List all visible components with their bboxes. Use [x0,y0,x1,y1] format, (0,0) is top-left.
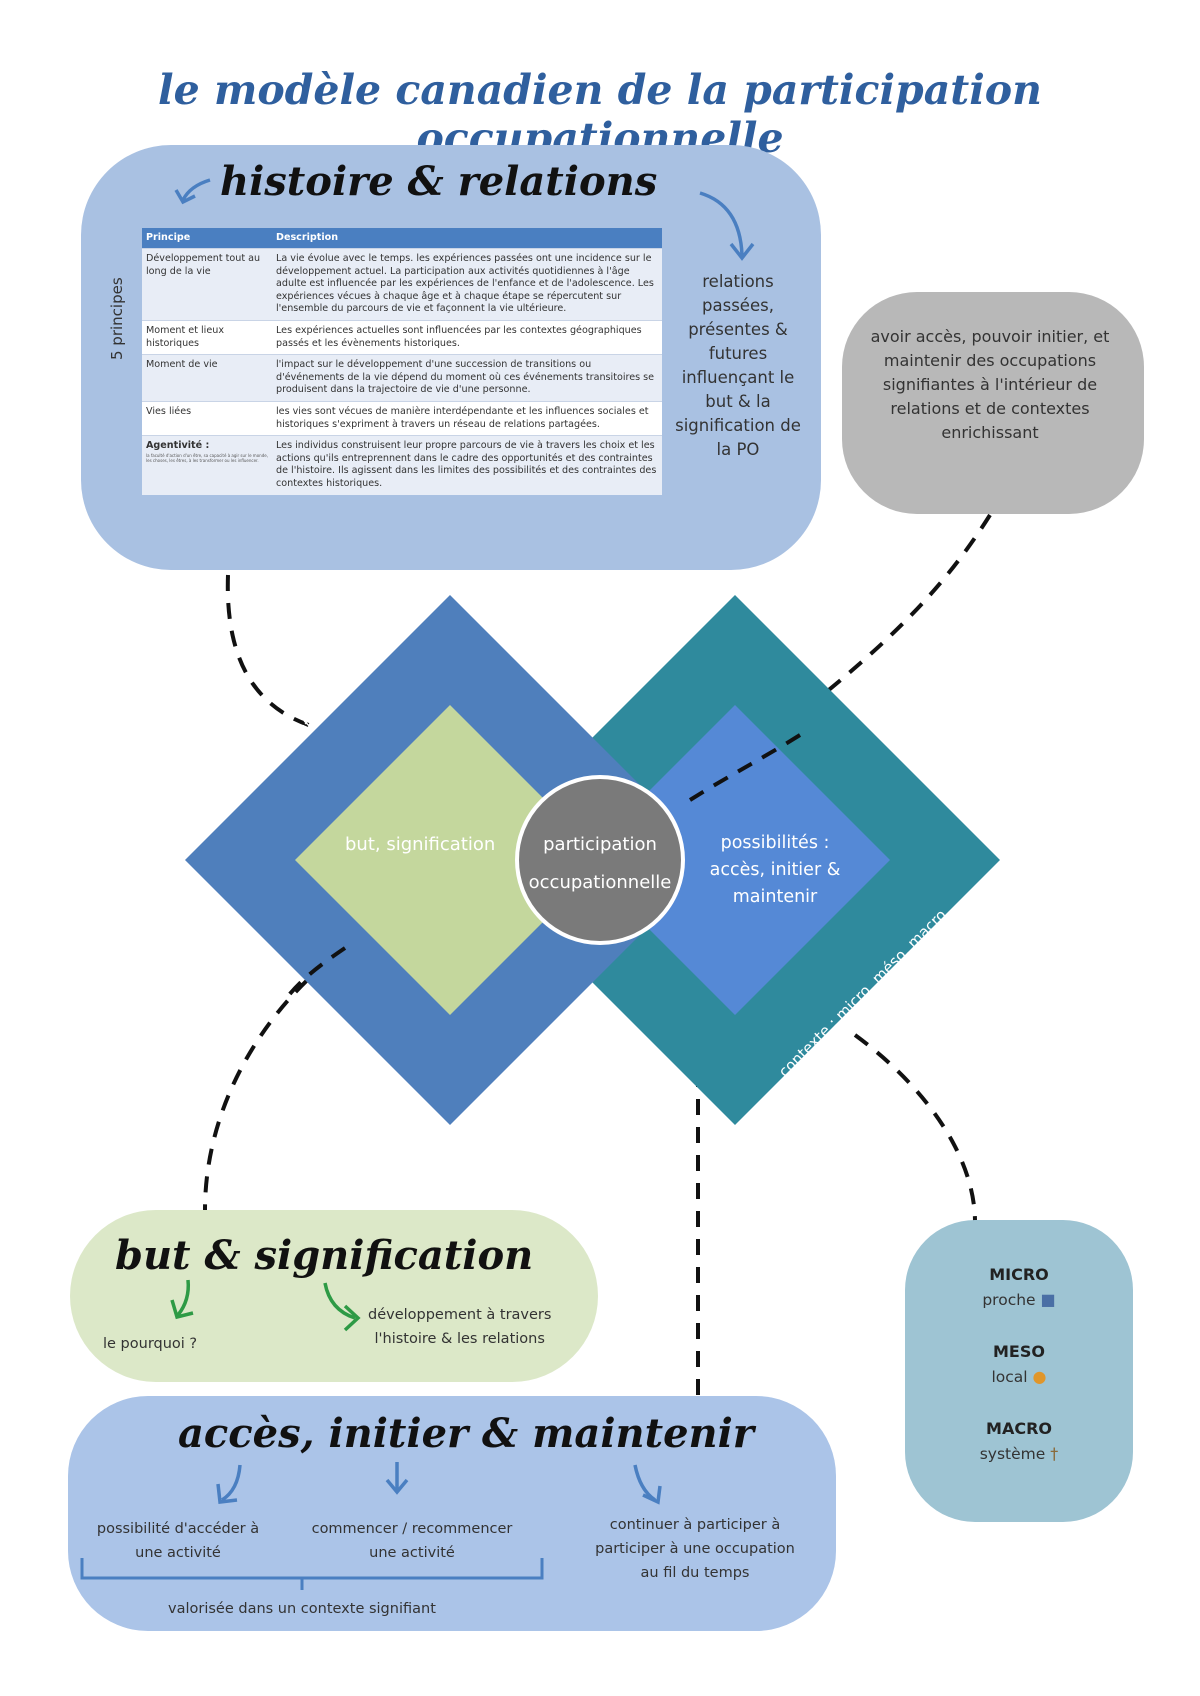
principle-cell: Agentivité : la faculté d'action d'un êt… [142,435,272,495]
maintain-item-line: au fil du temps [640,1565,750,1581]
initiate-item: commencer / recommencer une activité [302,1517,522,1565]
context-level-micro: MICRO proche ■ [905,1265,1133,1309]
access-item: possibilité d'accéder à une activité [88,1517,268,1565]
access-item-line: possibilité d'accéder à [96,1521,260,1537]
table-header-row: Principe Description [142,228,662,249]
possibilities-diamond [580,705,890,1015]
arrowhead-icon [729,242,755,261]
participation-line: participation [543,834,657,855]
initiate-item-line: commencer / recommencer [311,1521,513,1537]
history-heading: histoire & relations [220,158,658,205]
dashed-connector [283,946,347,1002]
development-text: développement à travers l'histoire & les… [368,1303,551,1351]
principles-table: Principe Description Développement tout … [142,228,662,495]
aim-heading: accès, initier & maintenir [178,1410,754,1457]
table-row: Moment de vie l'impact sur le développem… [142,354,662,402]
possibilities-line: maintenir [732,887,818,907]
possibilities-line: accès, initier & [709,860,841,880]
context-level-macro: MACRO système † [905,1419,1133,1463]
curved-arrow-icon [699,191,744,256]
possibilities-line: possibilités : [720,833,830,853]
context-levels-panel [905,1220,1133,1522]
goal-diamond [295,705,605,1015]
column-header: Description [272,228,662,249]
principle-note: la faculté d'action d'un être, sa capaci… [146,452,268,463]
context-level-sub-text: proche [982,1291,1036,1309]
principle-cell: Moment et lieux historiques [142,319,272,355]
arrowhead-icon [174,189,196,205]
curved-arrow-icon [181,178,211,201]
principle-cell: Développement tout au long de la vie [142,248,272,321]
possibilities-label: possibilités : accès, initier & mainteni… [695,830,855,911]
goal-heading: but & signification [115,1232,534,1279]
access-bubble [842,292,1144,514]
relations-text: relations passées, présentes & futures i… [675,272,801,459]
arrowhead-icon [385,1478,409,1495]
why-text: le pourquoi ? [103,1336,198,1352]
context-level-sub: proche ■ [905,1290,1133,1309]
initiate-item-line: une activité [369,1545,455,1561]
curved-arrow-icon [176,1279,191,1317]
maintain-item-line: continuer à participer à [609,1517,781,1533]
goal-meaning-panel [70,1210,598,1382]
table-row: Moment et lieux historiques Les expérien… [142,319,662,355]
participation-line: occupationnelle [528,872,672,893]
context-level-title: MACRO [986,1419,1052,1438]
context-level-sub-text: système [979,1445,1046,1463]
valued-text: valorisée dans un contexte signifiant [168,1601,436,1617]
dashed-connector [688,733,802,802]
access-item-line: une activité [135,1545,221,1561]
maintain-item-line: participer à une occupation [595,1541,795,1557]
dashed-connector [225,574,319,730]
table-row: Développement tout au long de la vie La … [142,248,662,321]
goal-meaning-label: but, signification [345,834,496,855]
page-title: le modèle canadien de la participation o… [158,66,1042,162]
context-level-sub: local ● [905,1367,1133,1386]
description-cell: les vies sont vécues de manière interdép… [272,400,662,436]
description-cell: Les expériences actuelles sont influencé… [272,319,662,355]
principle-cell: Vies liées [142,400,272,436]
arrowhead-icon [216,1483,238,1504]
arrowhead-icon [642,1485,662,1505]
development-line: développement à travers [368,1307,552,1323]
description-cell: Les individus construisent leur propre p… [272,435,662,495]
curved-arrow-icon [323,1282,356,1320]
figure-icon: † [1050,1444,1059,1463]
access-bubble-text: avoir accès, pouvoir initier, et mainten… [870,327,1110,442]
context-level-title: MESO [993,1342,1045,1361]
bracket [80,1558,544,1580]
principle-cell: Moment de vie [142,354,272,402]
croissant-icon: ● [1032,1367,1047,1386]
development-line: l'histoire & les relations [374,1331,545,1347]
family-icon: ■ [1040,1290,1056,1309]
participation-label: participation occupationnelle [520,826,680,902]
curved-arrow-icon [221,1464,242,1502]
participation-circle [515,775,685,945]
dashed-connector [853,1033,977,1223]
column-header: Principe [142,228,272,249]
context-level-meso: MESO local ● [905,1342,1133,1386]
table-row: Vies liées les vies sont vécues de maniè… [142,400,662,436]
description-cell: l'impact sur le développement d'une succ… [272,354,662,402]
access-initiate-maintain-panel [68,1396,836,1631]
description-cell: La vie évolue avec le temps. les expérie… [272,248,662,321]
context-level-title: MICRO [989,1265,1049,1284]
arrowhead-icon [343,1304,361,1332]
table-row: Agentivité : la faculté d'action d'un êt… [142,435,662,495]
principle-name: Agentivité : [146,440,210,452]
context-level-sub-text: local [991,1368,1028,1386]
context-level-sub: système † [905,1444,1133,1463]
arrowhead-icon [170,1299,194,1320]
maintain-item: continuer à participer à participer à un… [580,1513,810,1585]
